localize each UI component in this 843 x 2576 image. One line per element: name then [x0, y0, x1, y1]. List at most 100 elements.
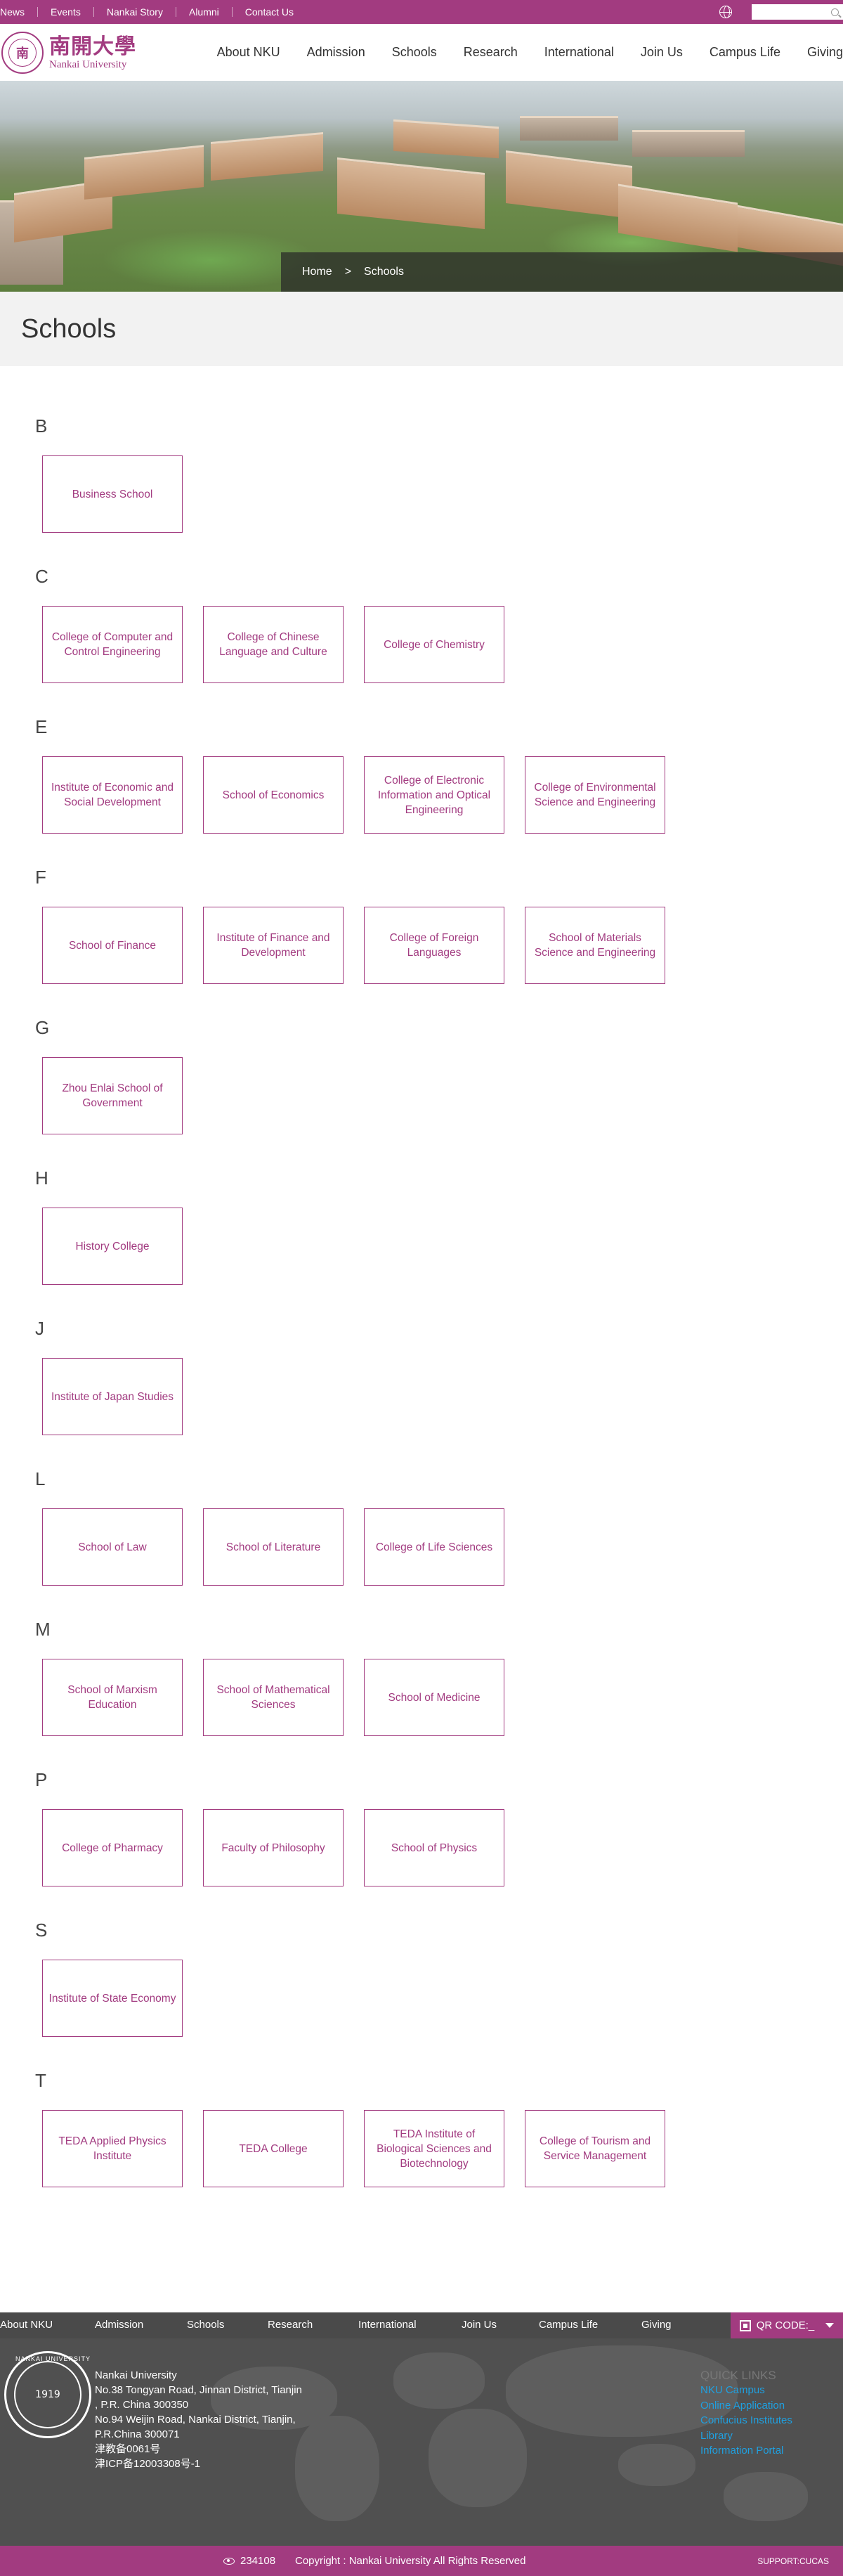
- quick-link-library[interactable]: Library: [700, 2429, 733, 2442]
- page-title: Schools: [21, 313, 117, 344]
- school-card-faculty-of-philosophy[interactable]: Faculty of Philosophy: [203, 1809, 344, 1886]
- footer-seal-icon: 1919: [4, 2351, 91, 2438]
- school-card-school-of-physics[interactable]: School of Physics: [364, 1809, 504, 1886]
- breadcrumb-home-link[interactable]: Home: [302, 266, 332, 278]
- top-link-news[interactable]: News: [0, 6, 25, 18]
- group-letter: M: [35, 1619, 51, 1640]
- school-card-institute-of-japan-studies[interactable]: Institute of Japan Studies: [42, 1358, 183, 1435]
- nav-item-research[interactable]: Research: [463, 45, 518, 59]
- school-cards: School of Law School of Literature College…: [42, 1503, 504, 1586]
- nav-item-international[interactable]: International: [544, 45, 614, 59]
- footer-nav-join-us[interactable]: Join Us: [462, 2319, 497, 2331]
- group-letter: G: [35, 1017, 50, 1038]
- address-line: 津教备0061号: [95, 2443, 161, 2455]
- school-card-school-of-mathematical-sciences[interactable]: School of Mathematical Sciences: [203, 1659, 344, 1736]
- address-line: No.38 Tongyan Road, Jinnan District, Tia…: [95, 2384, 302, 2396]
- top-link-alumni[interactable]: Alumni: [175, 7, 232, 17]
- qr-code-button[interactable]: QR CODE:_: [731, 2312, 843, 2338]
- breadcrumb: Home > Schools: [281, 252, 843, 292]
- school-card-teda-institute-of-biological-sciences-and-biotechnology[interactable]: TEDA Institute of Biological Sciences an…: [364, 2110, 504, 2187]
- footer-navigation: About NKU Admission Schools Research Interna…: [0, 2312, 843, 2338]
- footer-nav-campus-life[interactable]: Campus Life: [539, 2319, 599, 2331]
- footer-nav-admission[interactable]: Admission: [95, 2319, 144, 2331]
- school-card-college-of-life-sciences[interactable]: College of Life Sciences: [364, 1508, 504, 1586]
- school-card-school-of-medicine[interactable]: School of Medicine: [364, 1659, 504, 1736]
- school-cards: History College: [42, 1203, 183, 1285]
- copyright-text: Copyright : Nankai University All Rights…: [295, 2555, 526, 2567]
- top-right-tools: [719, 4, 843, 20]
- visits-eye-icon: [223, 2557, 235, 2565]
- nav-item-admission[interactable]: Admission: [306, 45, 365, 59]
- school-card-school-of-law[interactable]: School of Law: [42, 1508, 183, 1586]
- nav-item-schools[interactable]: Schools: [391, 45, 437, 59]
- school-card-teda-applied-physics-institute[interactable]: TEDA Applied Physics Institute: [42, 2110, 183, 2187]
- school-card-history-college[interactable]: History College: [42, 1208, 183, 1285]
- school-card-college-of-computer-and-control-engineering[interactable]: College of Computer and Control Engineer…: [42, 606, 183, 683]
- school-cards: Institute of Economic and Social Develop…: [42, 751, 665, 834]
- school-card-college-of-foreign-languages[interactable]: College of Foreign Languages: [364, 907, 504, 984]
- group-letter: J: [35, 1318, 44, 1339]
- group-letter: P: [35, 1769, 48, 1790]
- nav-item-giving[interactable]: Giving: [806, 45, 843, 59]
- address-line: Nankai University: [95, 2369, 177, 2381]
- qr-code-label: QR CODE:_: [756, 2319, 815, 2331]
- school-card-institute-of-economic-and-social-development[interactable]: Institute of Economic and Social Develop…: [42, 756, 183, 834]
- school-card-college-of-pharmacy[interactable]: College of Pharmacy: [42, 1809, 183, 1886]
- school-card-school-of-economics[interactable]: School of Economics: [203, 756, 344, 834]
- school-cards: Institute of State Economy: [42, 1955, 183, 2037]
- school-cards: TEDA Applied Physics Institute TEDA Colle…: [42, 2105, 665, 2187]
- top-link-nankai-story[interactable]: Nankai Story: [93, 7, 176, 17]
- footer-seal-year: 1919: [35, 2389, 60, 2400]
- school-card-college-of-chinese-language-and-culture[interactable]: College of Chinese Language and Culture: [203, 606, 344, 683]
- school-card-school-of-materials-science-and-engineering[interactable]: School of Materials Science and Engineer…: [525, 907, 665, 984]
- school-card-institute-of-finance-and-development[interactable]: Institute of Finance and Development: [203, 907, 344, 984]
- school-card-school-of-finance[interactable]: School of Finance: [42, 907, 183, 984]
- quick-link-nku-campus[interactable]: NKU Campus: [700, 2384, 765, 2396]
- school-card-institute-of-state-economy[interactable]: Institute of State Economy: [42, 1960, 183, 2037]
- site-header: 南 南開大學 Nankai University About NKU Admiss…: [0, 24, 843, 81]
- footer-body: 1919 NANKAI UNIVERSITY Nankai University…: [0, 2338, 843, 2546]
- letter-group-m: M School of Marxism Education School of Ma…: [35, 1619, 843, 1769]
- footer-nav-giving[interactable]: Giving: [641, 2319, 672, 2331]
- school-cards: College of Pharmacy Faculty of Philosophy…: [42, 1804, 504, 1886]
- footer-nav-schools[interactable]: Schools: [187, 2319, 225, 2331]
- top-link-events[interactable]: Events: [37, 7, 93, 17]
- search-input[interactable]: [761, 7, 831, 17]
- group-letter: H: [35, 1167, 48, 1189]
- breadcrumb-current: Schools: [364, 266, 404, 278]
- school-cards: Zhou Enlai School of Government: [42, 1052, 183, 1134]
- nav-item-about-nku[interactable]: About NKU: [216, 45, 280, 59]
- logo-seal-glyph: 南: [8, 38, 37, 67]
- letter-group-h: H History College: [35, 1167, 843, 1318]
- school-card-school-of-marxism-education[interactable]: School of Marxism Education: [42, 1659, 183, 1736]
- school-card-zhou-enlai-school-of-government[interactable]: Zhou Enlai School of Government: [42, 1057, 183, 1134]
- address-line: 津ICP备12003308号-1: [95, 2458, 201, 2470]
- quick-link-confucius-institutes[interactable]: Confucius Institutes: [700, 2414, 792, 2426]
- footer-seal-text: NANKAI UNIVERSITY: [15, 2355, 91, 2362]
- school-card-college-of-chemistry[interactable]: College of Chemistry: [364, 606, 504, 683]
- quick-link-online-application[interactable]: Online Application: [700, 2399, 785, 2412]
- quick-link-information-portal[interactable]: Information Portal: [700, 2445, 784, 2457]
- search-icon[interactable]: [831, 8, 839, 16]
- school-card-business-school[interactable]: Business School: [42, 455, 183, 533]
- school-card-school-of-literature[interactable]: School of Literature: [203, 1508, 344, 1586]
- footer-nav-international[interactable]: International: [358, 2319, 417, 2331]
- nav-item-join-us[interactable]: Join Us: [640, 45, 683, 59]
- search-box[interactable]: [752, 4, 843, 20]
- school-card-teda-college[interactable]: TEDA College: [203, 2110, 344, 2187]
- school-card-college-of-tourism-and-service-management[interactable]: College of Tourism and Service Managemen…: [525, 2110, 665, 2187]
- school-card-college-of-electronic-information-and-optical-engineering[interactable]: College of Electronic Information and Op…: [364, 756, 504, 834]
- nav-item-campus-life[interactable]: Campus Life: [709, 45, 780, 59]
- university-logo[interactable]: 南 南開大學 Nankai University: [1, 31, 136, 74]
- school-card-college-of-environmental-science-and-engineering[interactable]: College of Environmental Science and Eng…: [525, 756, 665, 834]
- footer-nav-about-nku[interactable]: About NKU: [0, 2319, 53, 2331]
- top-link-contact-us[interactable]: Contact Us: [231, 7, 306, 17]
- globe-icon[interactable]: [719, 6, 732, 18]
- school-cards: College of Computer and Control Engineer…: [42, 601, 504, 683]
- footer-nav-research[interactable]: Research: [268, 2319, 313, 2331]
- group-letter: L: [35, 1468, 46, 1489]
